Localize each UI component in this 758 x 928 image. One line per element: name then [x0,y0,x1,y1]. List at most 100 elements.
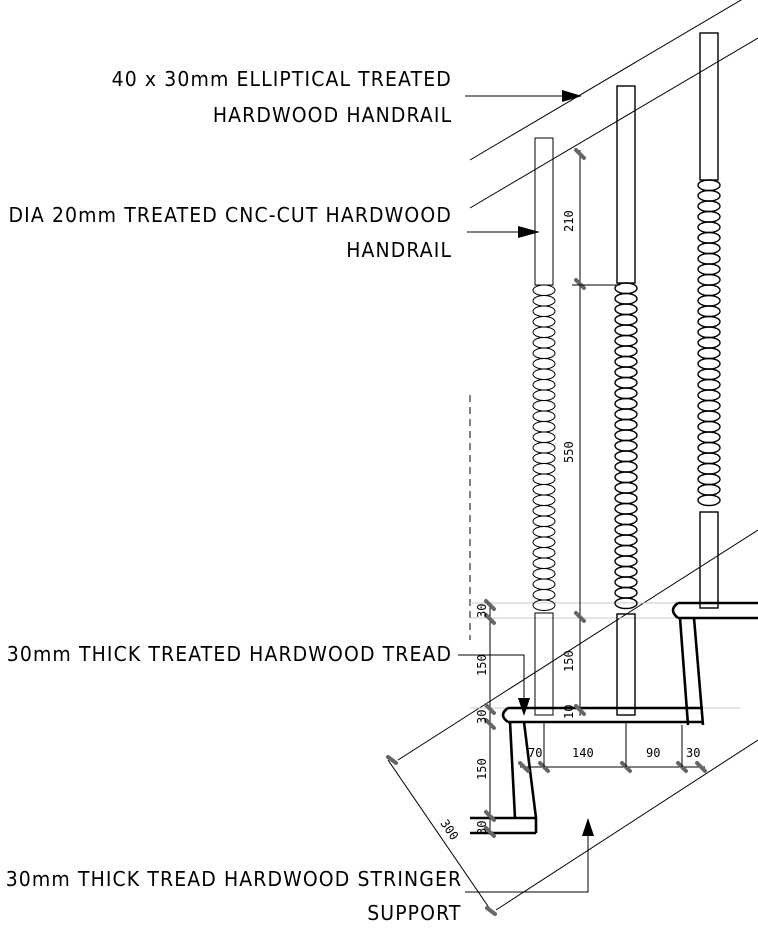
left-dimension-chain [484,599,496,838]
baluster-bead [614,481,638,494]
baluster-bead [614,534,638,547]
dim-tread-mid: 30 [475,710,489,724]
baluster-bead [532,316,556,328]
baluster-bead [697,420,721,433]
baluster-base [534,612,554,716]
baluster-bead [697,231,721,244]
baluster-bead [697,483,721,496]
baluster-bead [614,523,638,536]
baluster-bead [614,586,638,599]
dim-spacing-1: 140 [572,746,594,760]
baluster-bead [532,589,556,601]
dim-riser-lower: 150 [475,758,489,780]
baluster-bead [532,358,556,370]
baluster-leader [467,226,540,238]
baluster-bead [532,452,556,464]
handrail-leader [465,90,582,102]
dim-nosing: 70 [528,746,542,760]
dim-spacing-2: 90 [646,746,660,760]
baluster-bead [614,397,638,410]
baluster-bead [614,513,638,526]
baluster-bead [532,337,556,349]
baluster-bead [532,305,556,317]
baluster-bead [532,557,556,569]
baluster-bead [614,492,638,505]
baluster-bead [614,292,638,305]
baluster-bead [532,295,556,307]
baluster-bead [697,399,721,412]
baluster-bead [532,505,556,517]
baluster-bead [614,408,638,421]
baluster-bead [614,387,638,400]
vertical-dimension-chain [572,148,620,716]
handrail-label-line2: HARDWOOD HANDRAIL [212,103,452,127]
baluster-bead [532,484,556,496]
dim-riser-upper: 150 [475,654,489,676]
stringer-label-line2: SUPPORT [367,901,462,925]
baluster-bead [532,347,556,359]
dim-tread-bottom: 30 [475,821,489,835]
baluster-bead [614,471,638,484]
baluster-bead [532,284,556,296]
baluster-bead [614,324,638,337]
baluster-bead [697,462,721,475]
handrail-label-line1: 40 x 30mm ELLIPTICAL TREATED [111,67,452,91]
baluster-base [699,511,719,609]
baluster-bead [697,242,721,255]
baluster-bead [532,473,556,485]
tread-label: 30mm THICK TREATED HARDWOOD TREAD [6,642,452,666]
baluster-label-line1: DIA 20mm TREATED CNC-CUT HARDWOOD [8,203,452,227]
baluster-base [616,613,636,716]
baluster-bead [697,210,721,223]
baluster-shaft [699,32,719,181]
baluster-bead [532,494,556,506]
baluster-bead [614,418,638,431]
baluster-right [697,32,721,609]
baluster-bead [614,355,638,368]
baluster-bead [697,494,721,507]
baluster-bead [532,379,556,391]
baluster-bead [532,599,556,611]
baluster-bead [532,463,556,475]
baluster-bead [614,565,638,578]
going-dimension [386,755,497,916]
baluster-bead [614,345,638,358]
baluster-bead [532,368,556,380]
baluster-bead [697,252,721,265]
stringer-label-line1: 30mm THICK TREAD HARDWOOD STRINGER [5,867,462,891]
rake-lines [387,0,758,913]
baluster-bead [697,410,721,423]
baluster-bead [614,313,638,326]
baluster-bead [532,431,556,443]
baluster-bead [614,439,638,452]
dim-gap: 10 [562,705,576,719]
dim-tread-top: 30 [475,604,489,618]
baluster-bead [614,597,638,610]
baluster-bead [532,400,556,412]
baluster-bead [697,357,721,370]
baluster-bead [614,460,638,473]
baluster-bead [697,326,721,339]
baluster-bead [697,315,721,328]
baluster-bead [697,179,721,192]
baluster-bead [532,547,556,559]
baluster-bead [697,189,721,202]
dim-going: 300 [438,817,462,843]
baluster-bead [532,536,556,548]
baluster-bead [697,452,721,465]
tread-leader [458,654,530,716]
baluster-bead [697,273,721,286]
baluster-bead [614,555,638,568]
horizontal-dimension-chain [518,722,707,773]
baluster-bead [614,544,638,557]
baluster-bead [614,334,638,347]
baluster-bead [532,578,556,590]
stringer-leader [465,818,594,893]
baluster-bead [697,284,721,297]
baluster-bead [532,568,556,580]
baluster-bead [532,515,556,527]
baluster-bead [614,576,638,589]
dim-top-plain: 210 [562,210,576,232]
baluster-bead [697,336,721,349]
baluster-bead [614,502,638,515]
